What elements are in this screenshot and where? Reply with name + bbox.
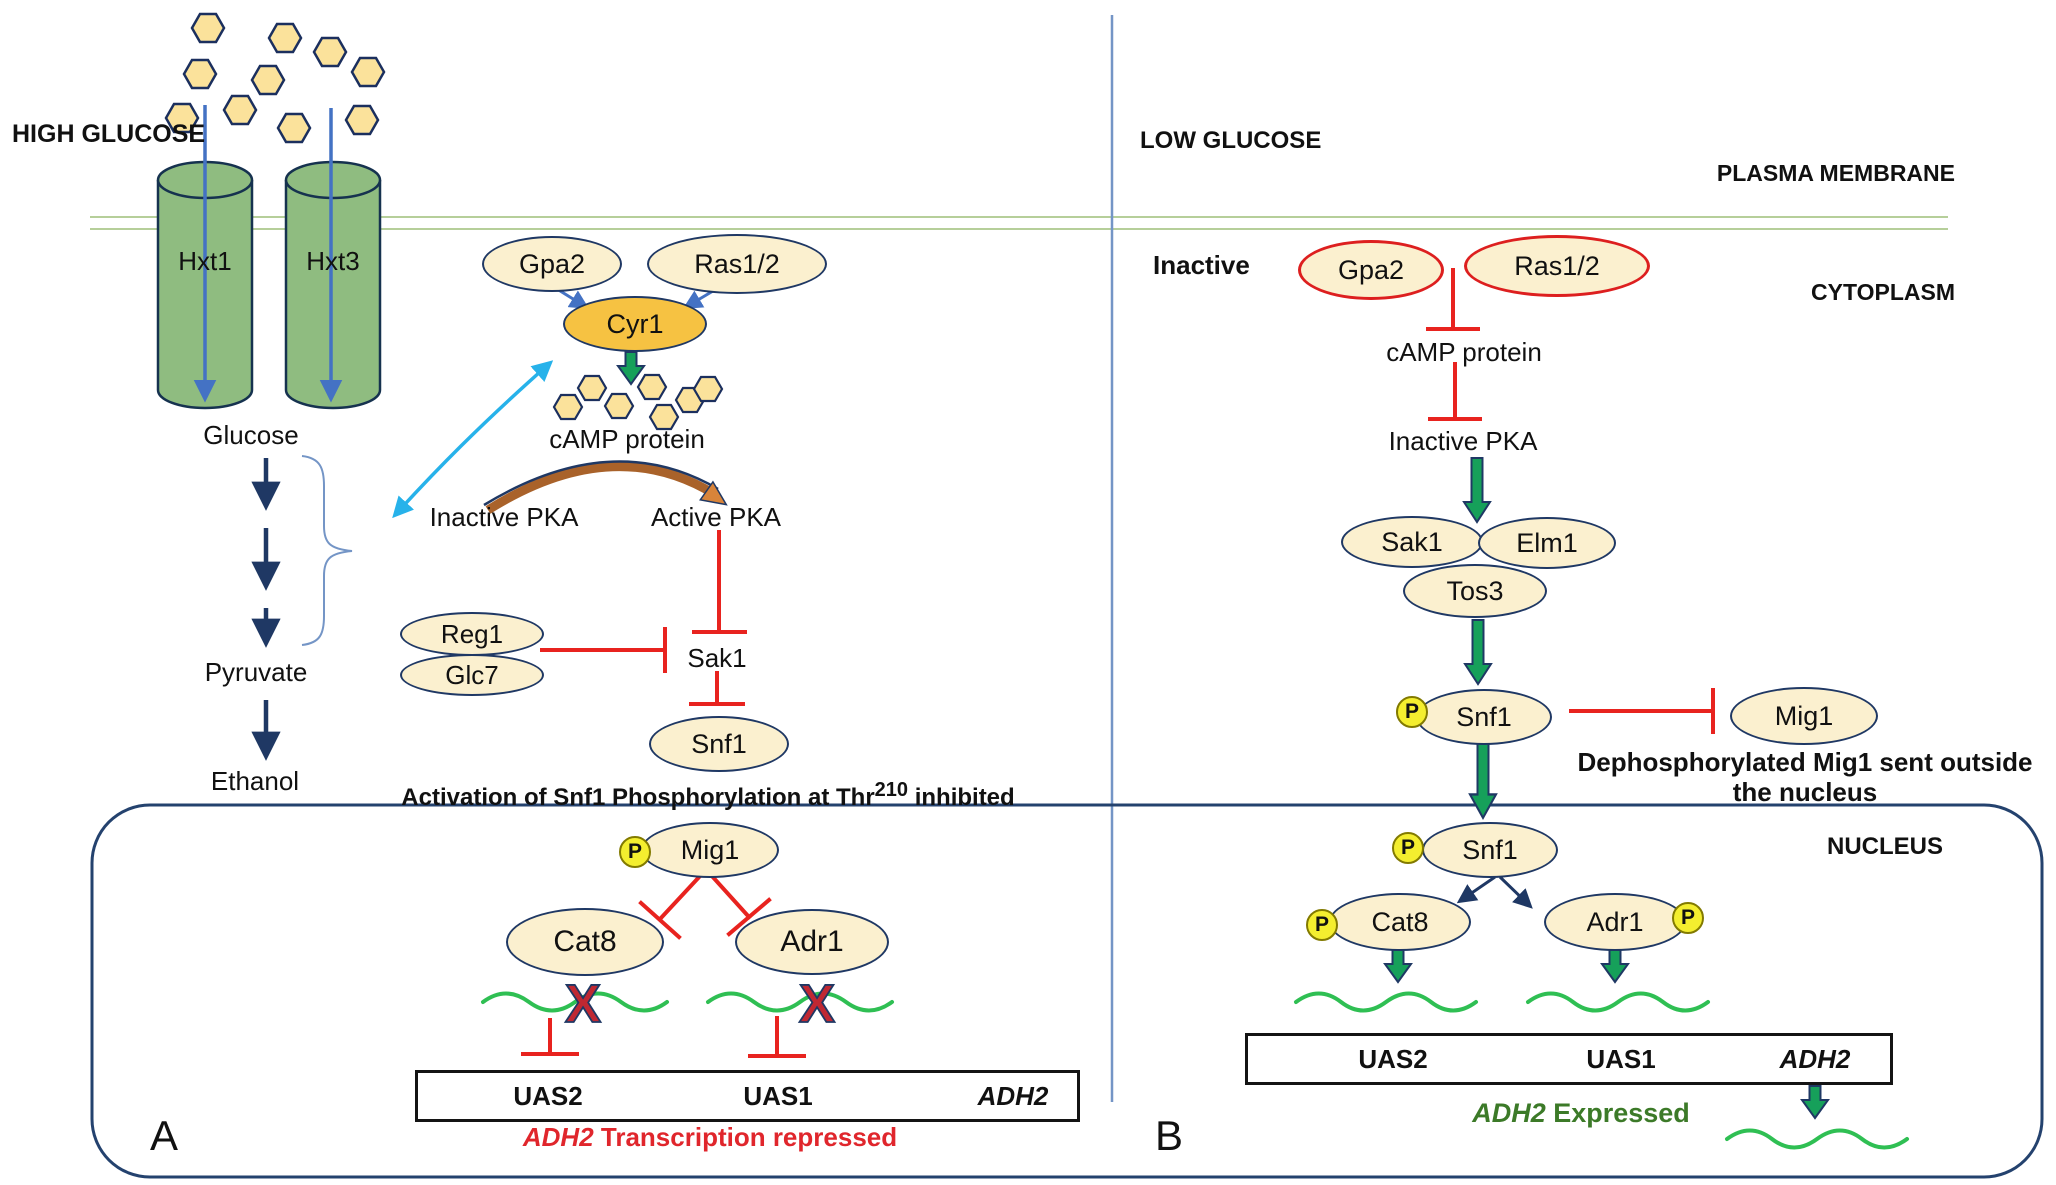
snf1-split-arrows [1456,875,1533,909]
hxt3-label: Hxt3 [306,246,360,276]
elm1-node-b: Elm1 [1478,517,1616,569]
snf1-node-b-cytoplasm: Snf1 [1416,689,1552,745]
ras-node-b: Ras1/2 [1464,235,1650,297]
high-glucose-title: HIGH GLUCOSE [12,120,206,148]
mig1-node-b: Mig1 [1730,687,1878,745]
phospho-badge-adr1: P [1672,902,1704,934]
ras-node-a: Ras1/2 [647,234,827,294]
camp-label-b: cAMP protein [1386,337,1542,367]
cat8-node-a: Cat8 [506,908,664,976]
hxt1-label: Hxt1 [178,246,232,276]
inactive-pka-label-b: Inactive PKA [1388,426,1538,456]
ethanol-label: Ethanol [210,766,300,796]
uas2-label-b: UAS2 [1358,1044,1428,1074]
uas1-label-a: UAS1 [743,1081,813,1111]
repression-x-adr1: X [799,974,835,1034]
snf1-node-a: Snf1 [649,716,789,772]
active-pka-label-a: Active PKA [650,502,782,532]
mrna-wavy-lines [481,991,1909,1150]
feedback-arrow-cyan [392,360,554,519]
mig1-node-a: Mig1 [641,822,779,878]
inhibition-caption: Activation of Snf1 Phosphorylation at Th… [401,779,1015,811]
mig1-export-note: Dephosphorylated Mig1 sent outside the n… [1577,747,2033,807]
uas2-label-a: UAS2 [513,1081,583,1111]
phospho-badge-mig1-a: P [619,836,651,868]
adh2-gene-box-b: UAS2 UAS1 ADH2 [1245,1033,1893,1085]
glucose-label: Glucose [203,420,299,450]
cyr1-node: Cyr1 [563,296,707,352]
plasma-membrane-label: PLASMA MEMBRANE [1716,160,1955,186]
tos3-node-b: Tos3 [1403,564,1547,618]
phospho-badge-cat8: P [1306,909,1338,941]
gpa2-node-a: Gpa2 [482,236,622,292]
nucleus-outline [90,803,2044,1179]
adr1-node-b: Adr1 [1544,893,1686,951]
camp-molecules-icon [552,373,724,431]
adh2-label-b: ADH2 [1779,1044,1851,1074]
hxt3-transporter-icon [284,160,382,410]
pka-conversion-arrow [483,460,728,514]
camp-label-a: cAMP protein [549,424,705,454]
plasma-membrane-lines [90,216,1948,230]
cytoplasm-label: CYTOPLASM [1811,279,1955,305]
low-glucose-title: LOW GLUCOSE [1140,127,1322,154]
cat8-node-b: Cat8 [1329,893,1471,951]
glucose-import-arrows [193,105,343,403]
phospho-badge-snf1-b: P [1396,696,1428,728]
inactive-label-b: Inactive [1153,250,1250,280]
adh2-label-a: ADH2 [977,1081,1049,1111]
nucleus-label: NUCLEUS [1827,833,1944,860]
sak1-label-a: Sak1 [687,643,747,673]
glc7-node: Glc7 [400,654,544,696]
adh2-gene-box-a: UAS2 UAS1 ADH2 [415,1070,1080,1122]
repressed-caption: ADH2 Transcription repressed [522,1122,898,1152]
pyruvate-label: Pyruvate [204,657,308,687]
glycolysis-brace [301,455,353,646]
reg1-node: Reg1 [400,612,544,656]
panel-b-label: B [1155,1112,1184,1159]
adr1-node-a: Adr1 [735,909,889,975]
gpa2-node-b: Gpa2 [1298,240,1444,300]
inhibition-tbars [521,268,1715,1058]
snf1-node-b-nucleus: Snf1 [1422,822,1558,878]
uas1-label-b: UAS1 [1586,1044,1656,1074]
phospho-badge-snf1-nuclear: P [1392,832,1424,864]
expressed-caption: ADH2 Expressed [1472,1098,1690,1128]
panel-a-label: A [150,1112,179,1159]
sak1-node-b: Sak1 [1341,516,1483,568]
inactive-pka-label-a: Inactive PKA [429,502,579,532]
repression-x-cat8: X [565,974,601,1034]
